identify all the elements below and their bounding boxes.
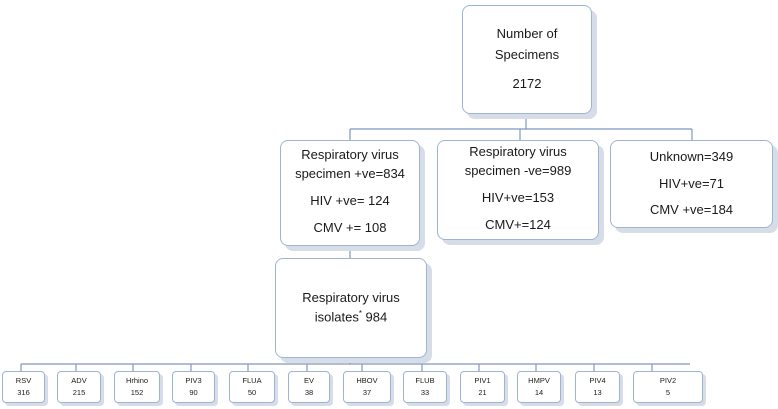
negative-line2: specimen -ve=989: [464, 163, 572, 179]
isolates-footnote-mark: *: [358, 308, 362, 318]
negative-box: Respiratory virus specimen -ve=989 HIV+v…: [437, 140, 599, 240]
isolates-label: isolates: [314, 309, 359, 325]
negative-hiv: HIV+ve=153: [481, 190, 555, 205]
positive-line2: specimen +ve=834: [295, 166, 405, 182]
virus-count: 152: [130, 388, 144, 397]
positive-box: Respiratory virus specimen +ve=834 HIV +…: [280, 140, 420, 246]
positive-line1: Respiratory virus: [301, 147, 399, 163]
virus-count: 50: [247, 388, 257, 397]
virus-name: PIV4: [589, 376, 606, 385]
isolates-line2: isolates* 984: [315, 308, 388, 327]
positive-hiv: HIV +ve= 124: [310, 193, 390, 208]
virus-name: RSV: [15, 376, 32, 385]
unknown-line1: Unknown=349: [649, 148, 734, 164]
virus-count: 14: [534, 388, 544, 397]
virus-name: PIV1: [474, 376, 491, 385]
unknown-hiv: HIV+ve=71: [658, 175, 725, 191]
virus-count: 33: [420, 388, 430, 397]
virus-count: 21: [478, 388, 487, 397]
virus-leaf-box: RSV 316: [2, 371, 45, 403]
virus-leaf-box: PIV1 21: [460, 371, 505, 403]
virus-leaf-box: PIV4 13: [575, 371, 620, 403]
virus-name: HMPV: [528, 376, 550, 385]
virus-count: 37: [362, 388, 372, 397]
virus-count: 38: [304, 388, 314, 397]
virus-leaf-box: HMPV 14: [517, 371, 561, 403]
virus-leaf-box: PIV2 5: [633, 371, 703, 403]
virus-leaf-box: HBOV 37: [343, 371, 391, 403]
root-count: 2172: [512, 75, 542, 91]
unknown-cmv: CMV +ve=184: [649, 202, 734, 218]
virus-leaf-box: Hrhino 152: [114, 371, 160, 403]
virus-count: 90: [189, 388, 198, 397]
negative-cmv: CMV+=124: [485, 216, 551, 232]
root-label-line2: Specimens: [494, 47, 560, 63]
virus-name: FLUA: [242, 376, 262, 385]
negative-line1: Respiratory virus: [469, 144, 567, 160]
virus-leaf-box: FLUA 50: [229, 371, 275, 403]
virus-name: FLUB: [415, 376, 435, 385]
virus-count: 316: [17, 388, 30, 397]
unknown-box: Unknown=349 HIV+ve=71 CMV +ve=184: [610, 140, 773, 228]
virus-leaf-box: EV 38: [288, 371, 330, 403]
root-label-line1: Number of: [496, 26, 558, 42]
virus-name: PIV2: [659, 376, 677, 385]
virus-name: Hrhino: [125, 376, 149, 385]
isolates-count: 984: [361, 309, 388, 325]
virus-name: EV: [303, 376, 314, 385]
virus-name: HBOV: [356, 376, 378, 385]
positive-cmv: CMV += 108: [313, 219, 387, 235]
virus-count: 13: [593, 388, 602, 397]
isolates-box: Respiratory virus isolates* 984: [275, 258, 427, 358]
virus-count: 5: [665, 388, 671, 397]
virus-name: PIV3: [185, 376, 202, 385]
isolates-line1: Respiratory virus: [302, 289, 400, 305]
virus-leaf-box: FLUB 33: [403, 371, 447, 403]
virus-count: 215: [72, 388, 86, 397]
root-box: Number of Specimens 2172: [462, 5, 592, 114]
virus-name: ADV: [71, 376, 87, 385]
virus-leaf-box: ADV 215: [57, 371, 101, 403]
virus-leaf-box: PIV3 90: [172, 371, 215, 403]
